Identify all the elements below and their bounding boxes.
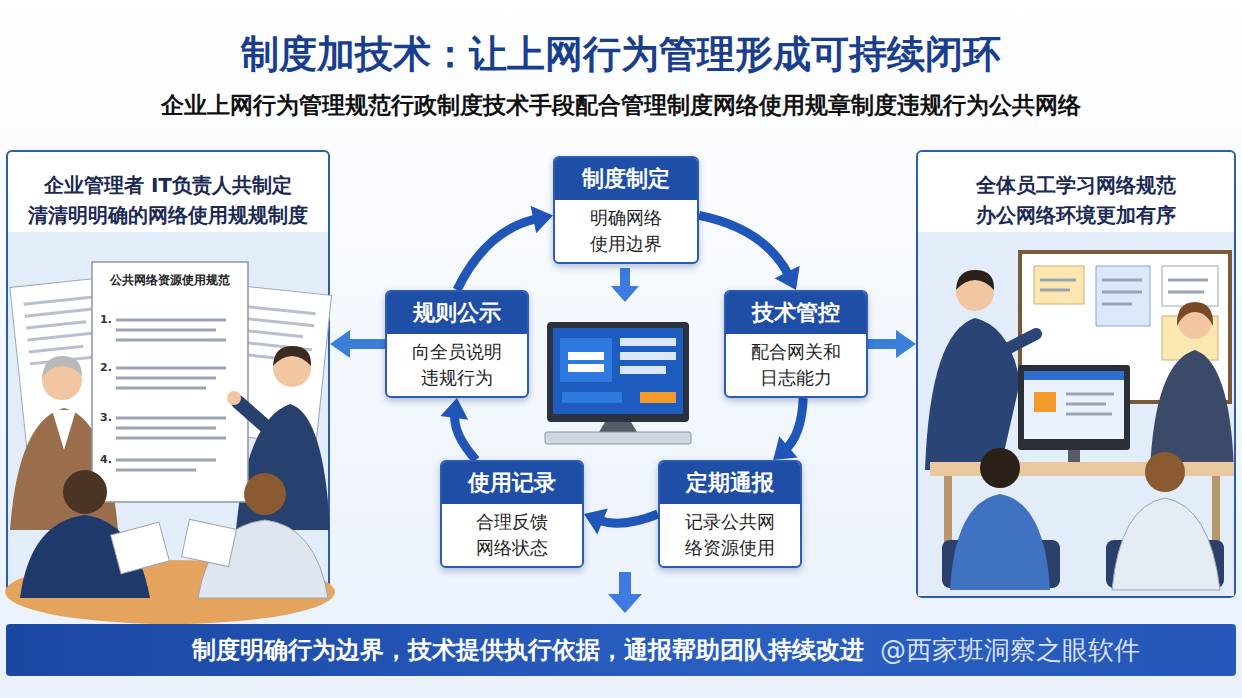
screen-icon	[1034, 392, 1056, 412]
screen-field	[620, 352, 676, 360]
screen-field	[568, 364, 604, 372]
process-box: 技术管控配合网关和 日志能力	[724, 290, 868, 398]
arrow-head	[584, 509, 608, 535]
screen-bar	[1024, 371, 1124, 380]
note-card	[1034, 266, 1084, 304]
person-head	[1145, 452, 1185, 492]
down-arrow	[620, 268, 630, 286]
text-lines	[116, 320, 226, 470]
monitor-frame	[1018, 365, 1130, 450]
text-lines	[1040, 280, 1208, 304]
process-box: 定期通报记录公共网 络资源使用	[658, 460, 802, 568]
arrow-head	[896, 330, 916, 358]
step-body: 记录公共网 络资源使用	[660, 504, 800, 566]
person-body	[1150, 350, 1234, 470]
paper-sheet	[182, 519, 237, 566]
watermark: @西家班洞察之眼软件	[880, 624, 1140, 676]
panel-heading: 企业管理者 IT负责人共制定 清清明明确的网络使用规规制度	[8, 152, 328, 230]
keyboard	[545, 432, 691, 444]
step-title: 使用记录	[442, 462, 582, 504]
process-box: 使用记录合理反馈 网络状态	[440, 460, 584, 568]
text-lines	[1066, 394, 1114, 414]
clause-number: 2.	[100, 361, 112, 375]
step-body: 配合网关和 日志能力	[726, 334, 866, 396]
arrow-head	[440, 398, 468, 420]
panel-heading: 全体员工学习网络规范 办公网络环境更加有序	[918, 152, 1234, 230]
arrow-line	[598, 514, 658, 523]
process-box: 制度制定明确网络 使用边界	[553, 156, 699, 264]
person-body	[950, 494, 1050, 590]
arrow-head	[775, 266, 800, 290]
step-title: 技术管控	[726, 292, 866, 334]
document-sheet	[92, 262, 248, 502]
screen-field	[620, 366, 666, 374]
screen-panel	[562, 392, 622, 403]
clause-number: 4.	[100, 453, 112, 467]
arrow-line	[345, 339, 385, 349]
clause-number: 1.	[100, 313, 112, 327]
subtitle: 企业上网行为管理规范行政制度技术手段配合管理制度网络使用规章制度违规行为公共网络	[0, 90, 1242, 120]
person-arm	[238, 402, 272, 432]
screen-field	[620, 338, 676, 346]
arrow-line	[785, 398, 804, 450]
diagram-title: 制度加技术：让上网行为管理形成可持续闭环	[0, 30, 1242, 78]
monitor-screen	[553, 328, 683, 414]
flow-arrow	[584, 509, 658, 535]
step-body: 合理反馈 网络状态	[442, 504, 582, 566]
flow-arrow	[457, 206, 553, 290]
flow-arrow	[699, 215, 800, 290]
note-card	[1096, 266, 1150, 326]
person-body	[925, 318, 1020, 470]
arrow-line	[457, 218, 538, 290]
note-card	[1162, 266, 1218, 306]
arrow-head	[773, 436, 797, 460]
office-desk	[930, 462, 1234, 476]
step-title: 定期通报	[660, 462, 800, 504]
flow-arrow	[868, 330, 916, 358]
scene-backdrop	[918, 232, 1234, 596]
screen-field	[568, 352, 604, 360]
paper-sheet	[111, 522, 170, 574]
clause-number: 3.	[100, 411, 112, 425]
person-body	[1112, 498, 1220, 590]
person-hair	[42, 356, 82, 378]
person-head	[63, 470, 107, 514]
monitor-screen	[1024, 371, 1124, 439]
screen-panel	[560, 338, 612, 382]
monitor-stand	[599, 422, 637, 432]
step-title: 规则公示	[387, 292, 527, 334]
arrow-line	[699, 215, 789, 276]
person-arm	[1005, 334, 1036, 350]
document-title: 公共网络资源使用规范	[95, 272, 245, 288]
process-box: 规则公示向全员说明 违规行为	[385, 290, 529, 398]
person-hair	[273, 346, 311, 366]
person-shirt	[52, 410, 76, 450]
down-arrow	[619, 572, 631, 594]
arrow-head	[330, 330, 350, 358]
person-head	[244, 473, 286, 515]
step-body: 明确网络 使用边界	[555, 200, 697, 262]
person-hair	[1177, 302, 1213, 326]
monitor-stand	[1068, 450, 1080, 462]
person-hair	[956, 270, 994, 290]
step-title: 制度制定	[555, 158, 697, 200]
person-head	[980, 448, 1020, 488]
down-arrow	[611, 286, 639, 302]
person-hand	[227, 391, 241, 405]
text-lines	[24, 297, 100, 364]
monitor-frame	[547, 322, 689, 422]
flow-arrow	[330, 330, 385, 358]
screen-button	[640, 392, 676, 403]
arrow-line	[455, 413, 476, 460]
arrow-head	[531, 206, 553, 233]
flow-arrow	[773, 398, 803, 460]
step-body: 向全员说明 违规行为	[387, 334, 527, 396]
flow-arrow	[440, 398, 476, 460]
down-arrow	[608, 594, 642, 613]
person-body	[236, 404, 330, 530]
